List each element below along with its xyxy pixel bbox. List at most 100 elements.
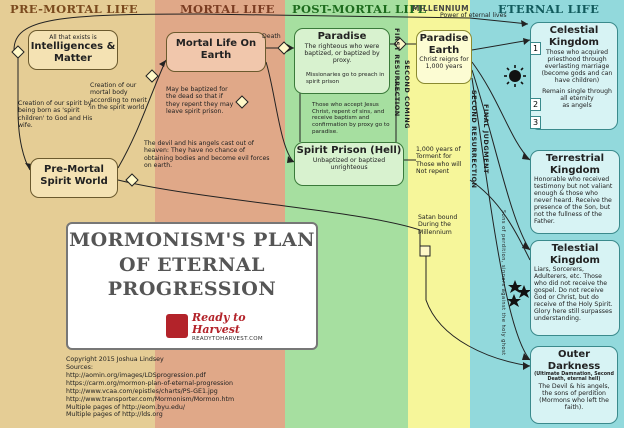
terrestrial-heading: Terrestrial Kingdom bbox=[545, 153, 605, 176]
diamond-node bbox=[235, 95, 249, 109]
credit-line[interactable]: http://www.vcaa.com/epistles/charts/PS-G… bbox=[66, 387, 218, 395]
spirit-prison-heading: Spirit Prison (Hell) bbox=[296, 145, 402, 156]
arrowhead bbox=[287, 156, 294, 163]
credits-block: Copyright 2015 Joshua Lindsey Sources: h… bbox=[66, 356, 234, 419]
moon-icon bbox=[511, 182, 520, 200]
credit-line[interactable]: Multiple pages of http://eom.byu.edu/ bbox=[66, 403, 185, 411]
celestial-tier2-text: Remain single through all eternity bbox=[542, 88, 612, 102]
main-title: MORMONISM'S PLAN OF ETERNAL PROGRESSION bbox=[66, 228, 318, 302]
wheat-icon bbox=[166, 314, 188, 338]
premortal-world-box: Pre-Mortal Spirit World bbox=[30, 158, 118, 198]
intelligences-caption: All that exists is bbox=[49, 34, 97, 41]
title-card bbox=[66, 222, 318, 350]
outer-darkness-box: Outer Darkness (Ultimate Damnation, Seco… bbox=[530, 346, 618, 424]
second-resurrection-label: SECOND RESURRECTION bbox=[470, 90, 478, 189]
eternal-heading: ETERNAL LIFE bbox=[498, 2, 600, 16]
intelligences-heading: Intelligences & Matter bbox=[30, 41, 116, 64]
paradise-earth-text: Christ reigns for 1,000 years bbox=[419, 56, 469, 70]
millennium-heading: MILLENNIUM bbox=[412, 4, 469, 13]
credit-line: Sources: bbox=[66, 363, 94, 371]
outer-darkness-heading: Outer Darkness bbox=[547, 349, 601, 372]
diamond-node bbox=[11, 45, 25, 59]
terrestrial-text: Honorable who received testimony but not… bbox=[534, 176, 613, 225]
first-resurrection-label: FIRST RESURRECTION bbox=[393, 28, 401, 117]
body-creation-text: Creation of our mortal body according to… bbox=[90, 82, 147, 112]
arrowhead bbox=[522, 152, 530, 160]
tier-3-badge: 3 bbox=[530, 116, 541, 129]
accept-christ-text: Those who accept Jesus Christ, repent of… bbox=[312, 102, 390, 135]
celestial-kingdom-box: Celestial Kingdom Those who acquired pri… bbox=[530, 22, 618, 130]
logo-line-1: Ready to bbox=[192, 311, 246, 324]
credit-line[interactable]: http://aomin.org/images/LDSprogression.p… bbox=[66, 371, 206, 379]
diamond-node bbox=[125, 173, 139, 187]
credit-line[interactable]: http://www.transporter.com/Mormonism/Mor… bbox=[66, 395, 235, 403]
second-coming-label: SECOND COMING bbox=[403, 60, 411, 129]
credit-line: Copyright 2015 Joshua Lindsey bbox=[66, 356, 164, 363]
mortal-life-box: Mortal Life On Earth bbox=[166, 32, 266, 72]
paradise-text: The righteous who were baptized, or bapt… bbox=[304, 42, 380, 64]
telestial-text: Liars, Sorcerers, Adulterers, etc. Those… bbox=[534, 266, 613, 322]
perdition-path-label: Sons of perdition, sinners against the h… bbox=[500, 210, 506, 356]
world-to-mortal bbox=[117, 59, 167, 169]
ready-to-harvest-logo[interactable]: Ready to Harvest READYTOHARVEST.COM bbox=[166, 312, 276, 344]
devil-line bbox=[117, 179, 421, 250]
celestial-tier3-text: as angels bbox=[562, 102, 592, 109]
paradise-earth-heading: Paradise Earth bbox=[419, 33, 469, 56]
devil-cast-out-text: The devil and his angels cast out of hea… bbox=[144, 140, 270, 170]
arrowhead bbox=[522, 242, 530, 250]
diamond-node bbox=[145, 69, 159, 83]
telestial-kingdom-box: Telestial Kingdom Liars, Sorcerers, Adul… bbox=[530, 240, 620, 336]
title-line-2: OF ETERNAL bbox=[118, 253, 265, 276]
power-arc bbox=[13, 13, 529, 51]
torment-to-telestial bbox=[469, 179, 531, 261]
terrestrial-kingdom-box: Terrestrial Kingdom Honorable who receiv… bbox=[530, 150, 620, 234]
spirit-creation-text: Creation of our spirit by being born as … bbox=[18, 100, 93, 130]
tier-1-badge: 1 bbox=[530, 42, 541, 55]
telestial-heading: Telestial Kingdom bbox=[550, 243, 600, 266]
title-line-3: PROGRESSION bbox=[107, 278, 277, 301]
arrowhead bbox=[522, 353, 530, 360]
outer-darkness-text: The Devil & his angels, the sons of perd… bbox=[538, 383, 610, 411]
arrowhead bbox=[523, 362, 530, 370]
celestial-heading: Celestial Kingdom bbox=[549, 25, 599, 48]
paradise-box: Paradise The righteous who were baptized… bbox=[294, 28, 390, 94]
celestial-tier1-text: Those who acquired priesthood through ev… bbox=[541, 49, 613, 84]
logo-url: READYTOHARVEST.COM bbox=[192, 336, 263, 342]
earth-to-outer bbox=[471, 77, 531, 361]
stars-icon bbox=[507, 280, 531, 307]
arrowhead bbox=[159, 60, 166, 67]
earth-to-telestial bbox=[471, 69, 531, 251]
death-label: Death bbox=[262, 33, 281, 40]
premortal-world-heading: Pre-Mortal Spirit World bbox=[40, 164, 108, 187]
tier-2-badge: 2 bbox=[530, 98, 541, 111]
spirit-prison-text: Unbaptized or baptized unrighteous bbox=[312, 156, 386, 171]
missionaries-text: Missionaries go to preach in spirit pris… bbox=[306, 72, 385, 85]
satan-bound-text: Satan bound During the Millennium bbox=[418, 214, 458, 236]
mortal-heading: MORTAL LIFE bbox=[180, 2, 275, 16]
intelligences-box: All that exists is Intelligences & Matte… bbox=[28, 30, 118, 70]
sun-icon bbox=[504, 65, 526, 87]
paradise-heading: Paradise bbox=[317, 31, 367, 42]
diamond-node bbox=[393, 37, 407, 51]
diamond-node bbox=[277, 41, 291, 55]
premortal-heading: PRE-MORTAL LIFE bbox=[10, 2, 138, 16]
power-eternal-lives-label: Power of eternal lives bbox=[440, 12, 507, 19]
premortal-column bbox=[0, 0, 155, 428]
paradise-earth-box: Paradise Earth Christ reigns for 1,000 y… bbox=[416, 30, 472, 84]
torment-text: 1,000 years of Torment for Those who wil… bbox=[416, 146, 462, 176]
outer-darkness-subtitle: (Ultimate Damnation, Second Death, etern… bbox=[534, 372, 614, 382]
proxy-baptism-text: May be baptized for the dead so that if … bbox=[166, 86, 234, 116]
spirit-prison-box: Spirit Prison (Hell) Unbaptized or bapti… bbox=[294, 142, 404, 186]
satan-square bbox=[419, 245, 431, 257]
mortal-life-heading: Mortal Life On Earth bbox=[175, 38, 257, 61]
postmortal-heading: POST-MORTAL LIFE bbox=[292, 2, 427, 16]
logo-wordmark: Ready to Harvest bbox=[192, 312, 246, 335]
logo-line-2: Harvest bbox=[192, 322, 240, 336]
credit-line[interactable]: https://carm.org/mormon-plan-of-eternal-… bbox=[66, 379, 233, 387]
arrowhead bbox=[523, 38, 530, 45]
arrowhead bbox=[521, 20, 528, 27]
credit-line[interactable]: Multiple pages of http://lds.org bbox=[66, 411, 163, 419]
earth-to-terrestrial bbox=[471, 61, 531, 161]
final-judgment-label: FINAL JUDGMENT bbox=[482, 104, 490, 174]
